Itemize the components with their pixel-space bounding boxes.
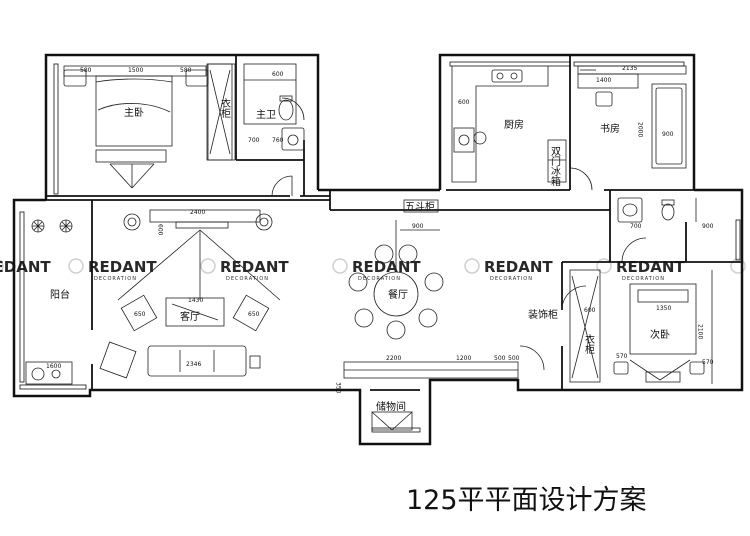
dim-mb-top-1: 580 [80, 67, 92, 74]
walls [12, 53, 744, 446]
dim-cab-500a: 500 [494, 355, 506, 362]
dim-cab-1200: 1200 [456, 355, 471, 362]
dim-bed2-570b: 570 [702, 359, 714, 366]
watermark-text: REDANT [484, 258, 553, 276]
dim-study-desk: 1400 [596, 77, 611, 84]
dim-bath2-900: 900 [702, 223, 714, 230]
windows [19, 61, 741, 433]
dim-bed2-570a: 570 [616, 353, 628, 360]
master-bath [243, 63, 305, 151]
plan-title: 125平平面设计方案 [406, 485, 647, 516]
balcony [25, 219, 73, 385]
watermark-logo-icon [200, 258, 216, 274]
watermark-text: REDANT [0, 258, 51, 276]
interior-walls [46, 55, 742, 391]
label-shoe-cabinet: 五斗柜 [405, 200, 435, 213]
watermark-text: REDANT [220, 258, 289, 276]
dim-bath-1: 600 [272, 71, 284, 78]
dim-lr-600: 600 [157, 224, 164, 236]
label-balcony: 阳台 [50, 288, 70, 301]
label-master-bath: 主卫 [256, 109, 276, 121]
label-study: 书房 [600, 122, 620, 135]
watermark-subtext: DECORATION [226, 276, 269, 282]
watermark-text: REDANT [616, 258, 685, 276]
dim-mb-top-3: 580 [180, 67, 192, 74]
storage [371, 411, 413, 431]
dim-bath-3: 700 [248, 137, 260, 144]
dim-bed2-2100: 2100 [697, 324, 704, 339]
dim-sofa: 2346 [186, 361, 201, 368]
label-decor-cabinet: 装饰柜 [528, 308, 558, 321]
label-master-bedroom: 主卧 [124, 106, 144, 119]
kitchen [451, 66, 593, 191]
label-second-bedroom: 次卧 [650, 328, 670, 341]
dining [343, 199, 545, 379]
dim-dining-900: 900 [412, 223, 424, 230]
label-dining: 餐厅 [388, 288, 408, 301]
label-wardrobe-master: 衣柜 [219, 97, 231, 119]
label-fridge: 双门冰箱 [549, 146, 561, 187]
dim-bed2-600: 600 [584, 307, 596, 314]
watermark-logo-icon [332, 258, 348, 274]
watermark-subtext: DECORATION [358, 276, 401, 282]
second-bedroom [561, 269, 713, 384]
watermark-text: REDANT [352, 258, 421, 276]
dim-cab-350: 350 [335, 382, 342, 394]
dim-tv-wall: 2400 [190, 209, 205, 216]
dim-balcony-1600: 1600 [46, 363, 61, 370]
watermark-logo-icon [464, 258, 480, 274]
label-storage: 储物间 [376, 400, 406, 413]
watermark-logo-icon [730, 258, 746, 274]
watermark-logo-icon [68, 258, 84, 274]
watermark-subtext: DECORATION [490, 276, 533, 282]
dim-bath-2: 760 [272, 137, 284, 144]
dim-mb-top-2: 1500 [128, 67, 143, 74]
study [577, 65, 687, 169]
dim-cab-500b: 500 [508, 355, 520, 362]
dim-study-900: 900 [662, 131, 674, 138]
dim-kitchen-600: 600 [458, 99, 470, 106]
dim-study-side: 2000 [637, 122, 644, 137]
master-bedroom [63, 63, 293, 197]
label-living-room: 客厅 [180, 310, 200, 323]
dim-table: 1430 [188, 297, 203, 304]
label-wardrobe-second: 衣柜 [583, 333, 595, 355]
dim-bed2-1350: 1350 [656, 305, 671, 312]
dim-study-top: 2135 [622, 65, 637, 72]
watermark-logo-icon [596, 258, 612, 274]
label-kitchen: 厨房 [504, 118, 524, 131]
dim-cab-2200: 2200 [386, 355, 401, 362]
dim-chair-l: 650 [134, 311, 146, 318]
watermark-subtext: DECORATION [94, 276, 137, 282]
dim-bath2-700: 700 [630, 223, 642, 230]
watermark-subtext: DECORATION [622, 276, 665, 282]
bath-2 [617, 197, 697, 263]
dim-chair-r: 650 [248, 311, 260, 318]
living-room [99, 209, 281, 379]
watermark-text: REDANT [88, 258, 157, 276]
